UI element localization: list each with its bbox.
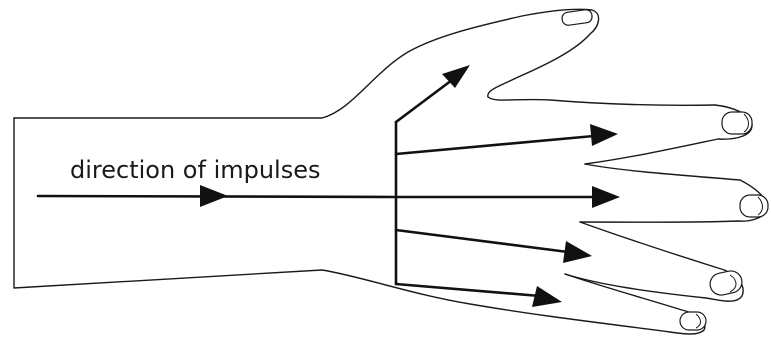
thumb-nail-icon: [561, 9, 593, 26]
ring-arrow-icon: [563, 241, 592, 263]
index-nail-icon: [721, 111, 753, 135]
index-branch: [394, 134, 596, 156]
little-finger-outline: [321, 269, 706, 335]
middle-arrow-icon: [592, 186, 620, 208]
little-nail-icon: [679, 311, 707, 331]
ring-finger-outline: [564, 221, 744, 302]
index-arrow-icon: [590, 124, 618, 146]
little-branch: [394, 282, 542, 298]
middle-nail-icon: [739, 194, 769, 218]
main-arrow-icon: [200, 185, 228, 207]
little-arrow-icon: [532, 286, 562, 307]
thumb-outline: [13, 8, 716, 119]
thumb-branch: [394, 78, 454, 124]
impulse-direction-label: direction of impulses: [70, 156, 321, 184]
forearm-outline: [13, 117, 323, 289]
impulse-arrows: [36, 65, 620, 307]
fingernail-icons: [561, 9, 769, 331]
ring-branch: [394, 228, 570, 254]
ring-nail-icon: [709, 270, 743, 296]
thumb-arrow-icon: [442, 65, 470, 88]
